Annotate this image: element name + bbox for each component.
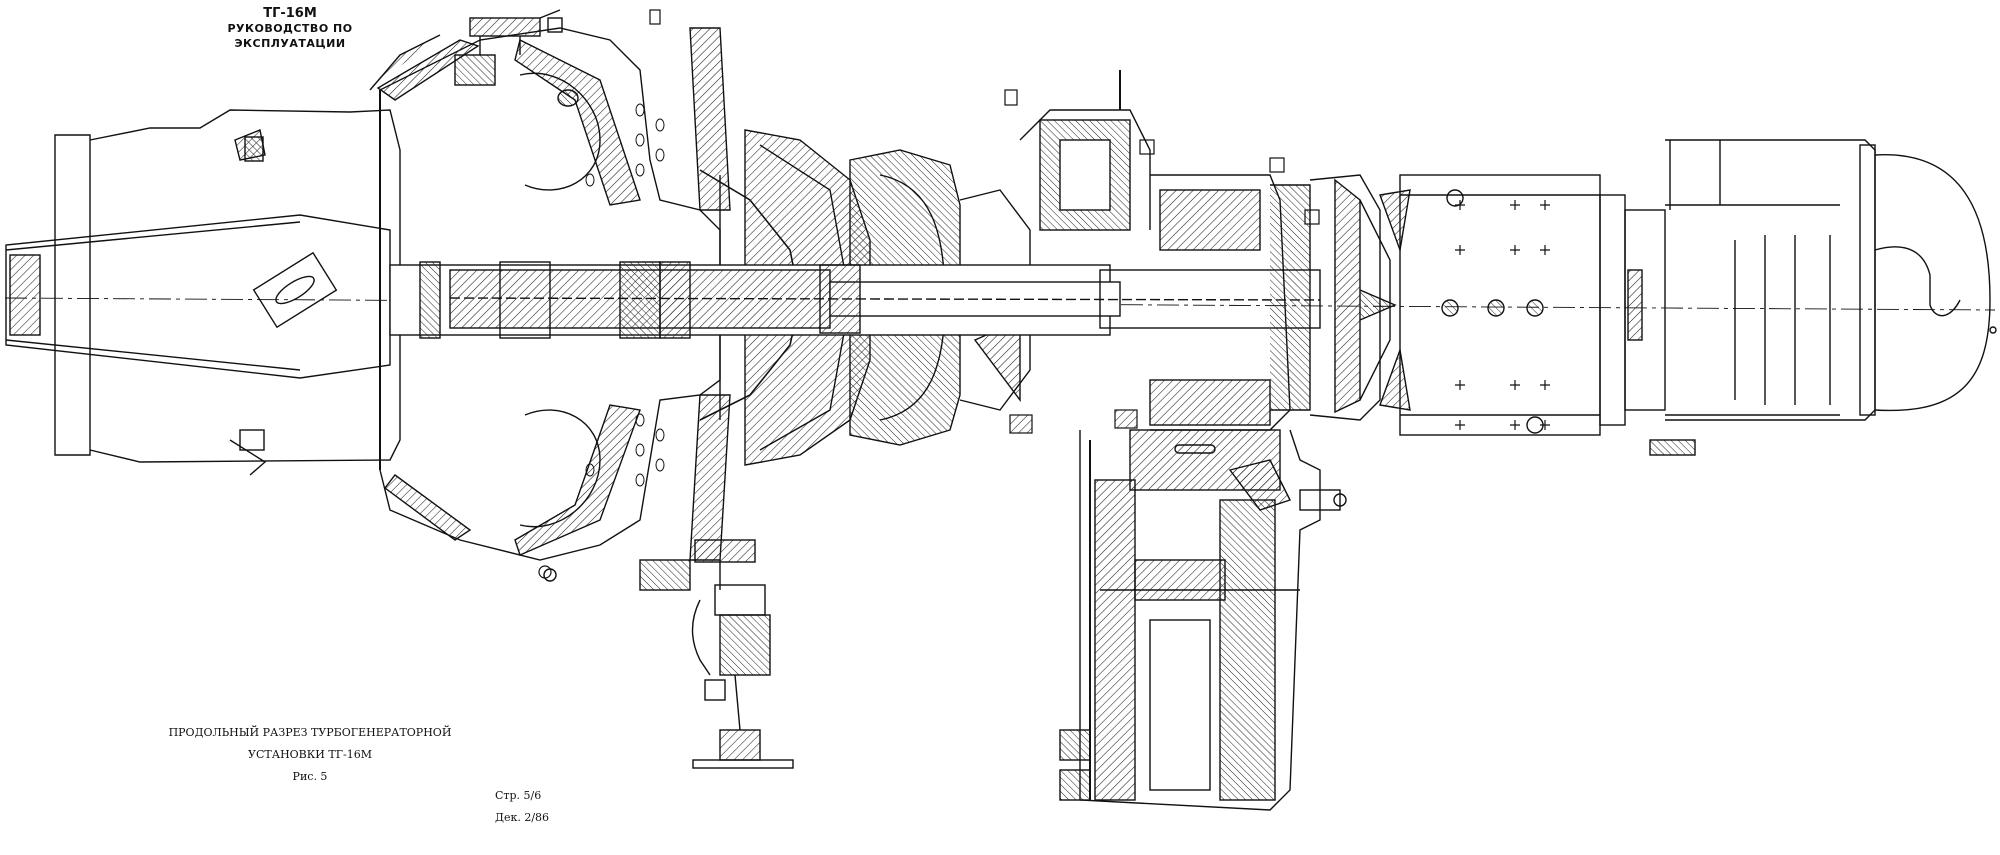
- revision-date: Дек. 2/86: [495, 811, 550, 824]
- main-shaft: [389, 261, 1321, 339]
- generator-end-cap: [1665, 139, 1997, 421]
- centerline: [4, 297, 1996, 311]
- figure-caption-block: ПРОДОЛЬНЫЙ РАЗРЕЗ ТУРБОГЕНЕРАТОРНОЙ УСТА…: [140, 722, 480, 788]
- figure-caption: ПРОДОЛЬНЫЙ РАЗРЕЗ ТУРБОГЕНЕРАТОРНОЙ УСТА…: [168, 726, 452, 761]
- figure-number: Рис. 5: [292, 770, 328, 783]
- generator-adapter: [1309, 174, 1411, 421]
- mounting-bolts: [538, 9, 1320, 579]
- drain-valve-assembly: [543, 539, 794, 769]
- page-footer: Стр. 5/6 Дек. 2/86: [495, 785, 549, 829]
- manual-title: РУКОВОДСТВО ПО ЭКСПЛУАТАЦИИ: [227, 22, 353, 50]
- page-number: Стр. 5/6: [495, 789, 542, 802]
- generator-body: [1399, 174, 1696, 456]
- gearbox-housing: [1019, 70, 1311, 491]
- fuel-valve-top: [454, 9, 563, 86]
- model-code: ТГ-16М: [263, 6, 317, 21]
- document-header: ТГ-16М РУКОВОДСТВО ПО ЭКСПЛУАТАЦИИ: [170, 6, 410, 51]
- lower-gearbox: [1059, 429, 1347, 811]
- air-inlet-section: [5, 109, 401, 476]
